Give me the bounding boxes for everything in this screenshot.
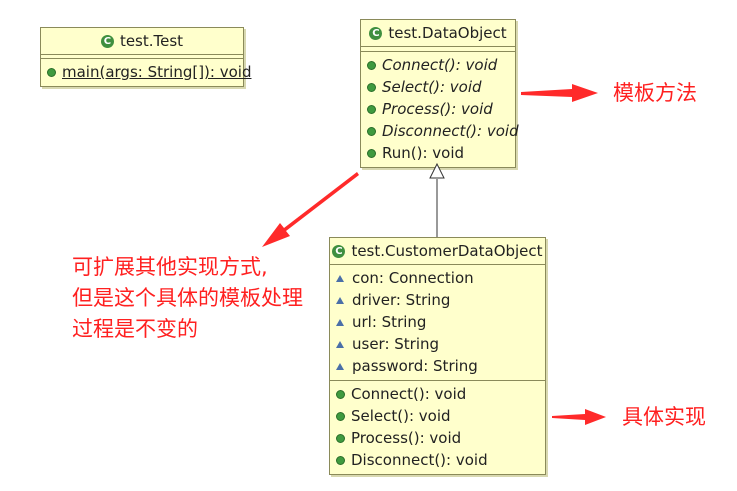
note-extension: 可扩展其他实现方式, 但是这个具体的模板处理 过程是不变的 bbox=[72, 252, 303, 345]
package-field-icon bbox=[336, 340, 344, 348]
method-row: Disconnect(): void bbox=[330, 449, 545, 471]
method-row: Select(): void bbox=[361, 76, 515, 98]
package-field-icon bbox=[336, 362, 344, 370]
method-label: Disconnect(): void bbox=[382, 122, 519, 140]
red-arrow-concrete bbox=[552, 409, 606, 425]
field-row: user: String bbox=[330, 333, 545, 355]
field-row: url: String bbox=[330, 311, 545, 333]
inheritance-arrowhead bbox=[429, 162, 445, 179]
method-label: Disconnect(): void bbox=[351, 451, 488, 469]
note-line: 可扩展其他实现方式, bbox=[72, 255, 268, 279]
field-label: url: String bbox=[352, 313, 427, 331]
method-label: Select(): void bbox=[351, 407, 451, 425]
field-row: con: Connection bbox=[330, 267, 545, 289]
field-label: user: String bbox=[352, 335, 440, 353]
field-label: driver: String bbox=[352, 291, 451, 309]
class-c-icon: C bbox=[100, 34, 114, 48]
method-label: Connect(): void bbox=[382, 56, 498, 74]
fields-section bbox=[361, 47, 515, 52]
note-text: 具体实现 bbox=[622, 405, 706, 429]
package-field-icon bbox=[336, 296, 344, 304]
field-row: password: String bbox=[330, 355, 545, 377]
class-test[interactable]: C test.Test main(args: String[]): void bbox=[40, 27, 251, 87]
method-row: main(args: String[]): void bbox=[41, 61, 251, 83]
method-row: Select(): void bbox=[330, 405, 545, 427]
public-method-icon bbox=[336, 411, 345, 421]
public-method-icon bbox=[367, 126, 376, 136]
class-name: test.Test bbox=[119, 32, 184, 50]
public-method-icon bbox=[336, 389, 345, 399]
package-field-icon bbox=[336, 318, 344, 326]
method-label: main(args: String[]): void bbox=[62, 63, 252, 81]
public-method-icon bbox=[367, 60, 376, 70]
method-row: Process(): void bbox=[361, 98, 515, 120]
note-line: 但是这个具体的模板处理 bbox=[72, 286, 303, 310]
class-c-icon: C bbox=[332, 244, 346, 258]
method-label: Process(): void bbox=[382, 100, 493, 118]
methods-section: main(args: String[]): void bbox=[41, 58, 251, 86]
method-row: Connect(): void bbox=[330, 383, 545, 405]
method-label: Process(): void bbox=[351, 429, 462, 447]
public-method-icon bbox=[336, 433, 345, 443]
public-method-icon bbox=[367, 82, 376, 92]
method-row: Process(): void bbox=[330, 427, 545, 449]
public-method-icon bbox=[336, 455, 345, 465]
class-data-object[interactable]: C test.DataObject Connect(): void Select… bbox=[360, 19, 519, 168]
field-label: password: String bbox=[352, 357, 478, 375]
class-header: C test.CustomerDataObject bbox=[330, 238, 545, 265]
method-row: Disconnect(): void bbox=[361, 120, 519, 142]
class-header: C test.Test bbox=[41, 28, 243, 55]
package-field-icon bbox=[336, 274, 344, 282]
public-method-icon bbox=[367, 104, 376, 114]
field-label: con: Connection bbox=[352, 269, 474, 287]
red-arrow-template bbox=[521, 84, 598, 102]
public-method-icon bbox=[367, 148, 376, 158]
method-row: Run(): void bbox=[361, 142, 515, 164]
method-label: Connect(): void bbox=[351, 385, 467, 403]
method-label: Run(): void bbox=[382, 144, 465, 162]
class-customer-data-object[interactable]: C test.CustomerDataObject con: Connectio… bbox=[329, 237, 546, 475]
public-method-icon bbox=[47, 67, 56, 77]
note-concrete: 具体实现 bbox=[622, 402, 706, 433]
methods-section: Connect(): void Select(): void Process()… bbox=[361, 52, 519, 167]
note-line: 过程是不变的 bbox=[72, 317, 198, 341]
class-c-icon: C bbox=[369, 26, 383, 40]
note-template-method: 模板方法 bbox=[613, 78, 697, 109]
class-header: C test.DataObject bbox=[361, 20, 515, 47]
note-text: 模板方法 bbox=[613, 81, 697, 105]
methods-section: Connect(): void Select(): void Process()… bbox=[330, 381, 545, 474]
field-row: driver: String bbox=[330, 289, 545, 311]
class-name: test.CustomerDataObject bbox=[351, 242, 543, 260]
red-arrow-extension bbox=[262, 172, 359, 247]
fields-section: con: Connection driver: String url: Stri… bbox=[330, 265, 545, 381]
class-name: test.DataObject bbox=[388, 24, 507, 42]
method-row: Connect(): void bbox=[361, 54, 515, 76]
method-label: Select(): void bbox=[382, 78, 482, 96]
